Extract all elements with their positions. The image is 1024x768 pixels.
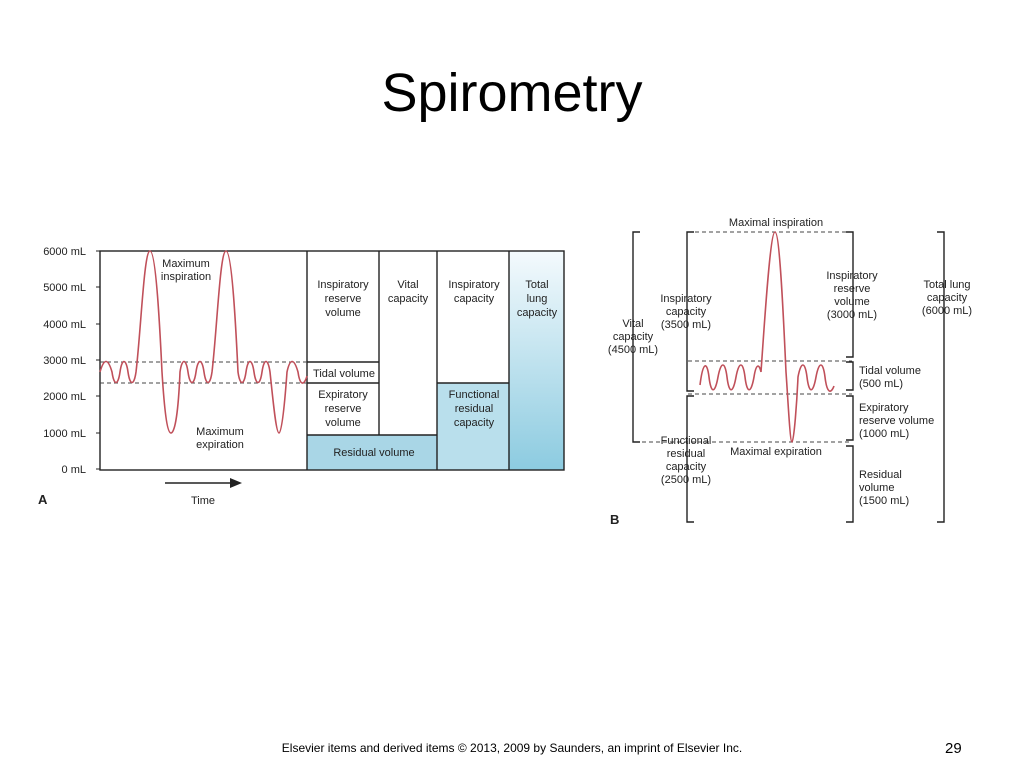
frc-label-2: residual bbox=[455, 403, 494, 415]
rv-b-label-2: volume bbox=[859, 482, 894, 494]
frc-label-1: Functional bbox=[449, 389, 500, 401]
tidal-volume-label: Tidal volume bbox=[313, 368, 375, 380]
ic-label-2: capacity bbox=[454, 293, 495, 305]
y-tick-3000: 3000 mL bbox=[43, 355, 86, 367]
panel-b-brackets bbox=[632, 231, 945, 523]
y-tick-5000: 5000 mL bbox=[43, 282, 86, 294]
frc-b-label-1: Functional bbox=[661, 435, 712, 447]
tlc-label-2: lung bbox=[527, 293, 548, 305]
time-label: Time bbox=[191, 495, 215, 507]
irv-label-3: volume bbox=[325, 307, 360, 319]
panel-a-box-labels: Inspiratory reserve volume Tidal volume … bbox=[313, 279, 558, 459]
page-number: 29 bbox=[945, 740, 962, 757]
tlc-label-1: Total bbox=[525, 279, 548, 291]
maximal-inspiration-label: Maximal inspiration bbox=[729, 217, 823, 229]
time-arrow bbox=[165, 478, 242, 488]
irv-label-1: Inspiratory bbox=[317, 279, 369, 291]
y-tick-2000: 2000 mL bbox=[43, 391, 86, 403]
residual-volume-label: Residual volume bbox=[333, 447, 414, 459]
y-tick-4000: 4000 mL bbox=[43, 319, 86, 331]
ic-b-label-3: (3500 mL) bbox=[661, 319, 711, 331]
ic-b-label-1: Inspiratory bbox=[660, 293, 712, 305]
panel-b: Maximal inspiration Maximal expiration V… bbox=[608, 217, 972, 527]
slide-title: Spirometry bbox=[381, 63, 643, 123]
rv-b-label-3: (1500 mL) bbox=[859, 495, 909, 507]
erv-label-2: reserve bbox=[325, 403, 362, 415]
y-tick-6000: 6000 mL bbox=[43, 246, 86, 258]
tlc-b-label-1: Total lung bbox=[923, 279, 970, 291]
vital-capacity-label-1: Vital bbox=[397, 279, 418, 291]
y-axis-labels: 6000 mL 5000 mL 4000 mL 3000 mL 2000 mL … bbox=[43, 246, 86, 476]
panel-b-labels: Maximal inspiration Maximal expiration V… bbox=[608, 217, 972, 486]
erv-label-1: Expiratory bbox=[318, 389, 368, 401]
max-inspiration-label-1: Maximum bbox=[162, 258, 210, 270]
tlc-fill bbox=[509, 251, 564, 470]
panel-b-dashed-lines bbox=[635, 231, 852, 443]
vc-label-3: (4500 mL) bbox=[608, 344, 658, 356]
panel-b-trace bbox=[699, 231, 835, 443]
max-inspiration-label-2: inspiration bbox=[161, 271, 211, 283]
panel-a-letter: A bbox=[38, 492, 48, 507]
y-tick-0: 0 mL bbox=[62, 464, 86, 476]
copyright-footer: Elsevier items and derived items © 2013,… bbox=[281, 741, 743, 755]
erv-b-label-3: (1000 mL) bbox=[859, 428, 909, 440]
irv-label-2: reserve bbox=[325, 293, 362, 305]
tlc-b-label-3: (6000 mL) bbox=[922, 305, 972, 317]
vital-capacity-label-2: capacity bbox=[388, 293, 429, 305]
panel-a-frame bbox=[99, 250, 565, 471]
panel-b-right-labels: Tidal volume (500 mL) Expiratory reserve… bbox=[859, 365, 934, 507]
vc-label-1: Vital bbox=[622, 318, 643, 330]
erv-b-label-2: reserve volume bbox=[859, 415, 934, 427]
ic-label-1: Inspiratory bbox=[448, 279, 500, 291]
erv-label-3: volume bbox=[325, 417, 360, 429]
vc-label-2: capacity bbox=[613, 331, 654, 343]
ic-b-label-2: capacity bbox=[666, 306, 707, 318]
residual-volume-fill bbox=[307, 435, 437, 470]
erv-b-label-1: Expiratory bbox=[859, 402, 909, 414]
rv-b-label-1: Residual bbox=[859, 469, 902, 481]
tidal-b-label-1: Tidal volume bbox=[859, 365, 921, 377]
panel-a: 6000 mL 5000 mL 4000 mL 3000 mL 2000 mL … bbox=[38, 246, 565, 507]
panel-a-trace bbox=[99, 250, 308, 434]
tlc-b-label-2: capacity bbox=[927, 292, 968, 304]
frc-label-3: capacity bbox=[454, 417, 495, 429]
tlc-label-3: capacity bbox=[517, 307, 558, 319]
panel-b-letter: B bbox=[610, 512, 619, 527]
irv-b-label-1: Inspiratory bbox=[826, 270, 878, 282]
tidal-b-label-2: (500 mL) bbox=[859, 378, 903, 390]
frc-b-label-2: residual bbox=[667, 448, 706, 460]
frc-b-label-4: (2500 mL) bbox=[661, 474, 711, 486]
y-tick-1000: 1000 mL bbox=[43, 428, 86, 440]
maximal-expiration-label: Maximal expiration bbox=[730, 446, 822, 458]
irv-b-label-4: (3000 mL) bbox=[827, 309, 877, 321]
max-expiration-label-2: expiration bbox=[196, 439, 244, 451]
max-expiration-label-1: Maximum bbox=[196, 426, 244, 438]
frc-b-label-3: capacity bbox=[666, 461, 707, 473]
irv-b-label-2: reserve bbox=[834, 283, 871, 295]
frc-fill bbox=[437, 383, 509, 470]
irv-b-label-3: volume bbox=[834, 296, 869, 308]
